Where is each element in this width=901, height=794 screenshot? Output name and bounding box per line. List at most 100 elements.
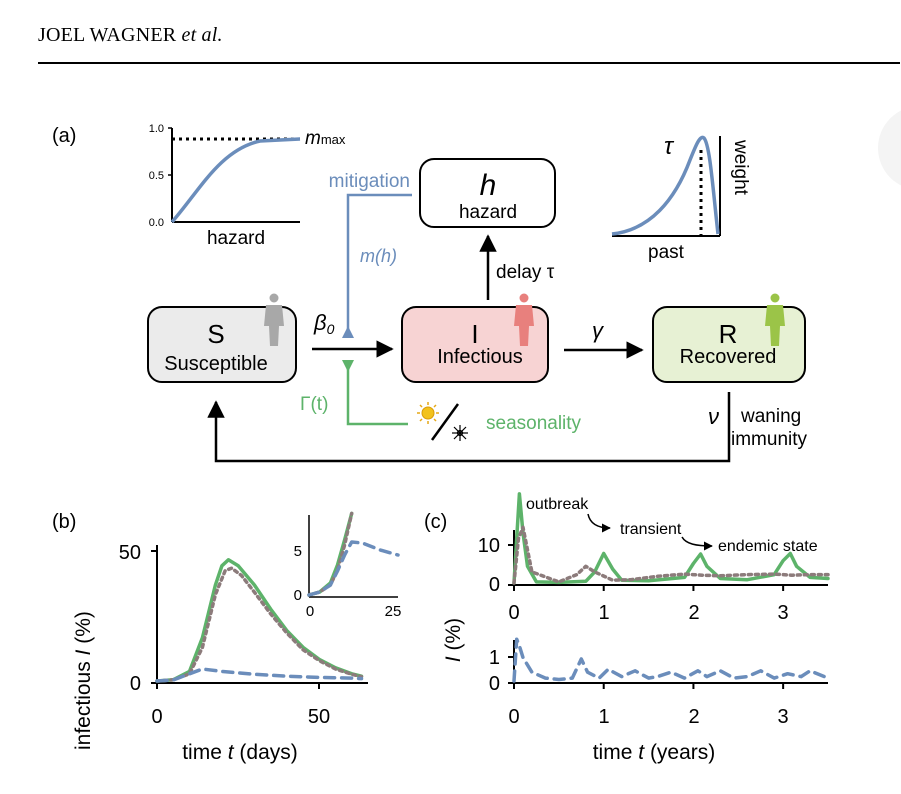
panel-a-label: (a) <box>52 125 76 147</box>
b-ytick-label-50: 50 <box>119 542 141 564</box>
series-dotted-line <box>512 525 830 585</box>
c-bottom-ytick-1: 1 <box>489 647 500 669</box>
panel-c-plot <box>512 492 830 683</box>
waning-label: waning <box>740 406 801 427</box>
b-inset-ytick-0: 0 <box>294 587 302 604</box>
mitigation-inset-xlabel: hazard <box>207 228 265 249</box>
mmax-label: mmax <box>305 128 346 149</box>
b-xtick-label-50: 50 <box>308 706 330 728</box>
mmax-symbol: m <box>305 128 321 149</box>
b-inset-ytick-5: 5 <box>294 543 302 560</box>
panel-b-inset-plot <box>307 511 400 597</box>
delay-label: delay τ <box>496 262 555 283</box>
b-ylabel-word: infectious <box>72 661 95 750</box>
kernel-tau-label: τ <box>664 133 675 160</box>
c-xlabel-var: t <box>638 741 645 764</box>
gamma-t-label: Γ(t) <box>300 394 328 415</box>
kernel-inset: τ weight past <box>611 133 751 263</box>
c-xlabel-unit: (years) <box>650 741 715 764</box>
c-top-ytick-10: 10 <box>478 535 500 557</box>
mitigation-curve <box>170 137 301 224</box>
c-bottom-xtick-0: 0 <box>508 706 519 728</box>
panel-b-plot <box>155 558 364 683</box>
b-xlabel-unit: (days) <box>239 741 297 764</box>
b-ylabel-unit: (%) <box>72 611 95 644</box>
annotation-arrow-2 <box>681 536 713 551</box>
c-ylabel-var: I <box>442 656 465 662</box>
kernel-xlabel: past <box>648 242 685 263</box>
person-icon-i <box>514 293 534 346</box>
susceptible-node: S Susceptible <box>147 293 297 383</box>
c-ylabel: I (%) <box>442 618 465 662</box>
c-top-xtick-1: 1 <box>598 602 609 624</box>
c-xlabel-word: time <box>593 741 633 764</box>
waning-loop-arrow <box>207 392 731 463</box>
c-top-xtick-3: 3 <box>777 602 788 624</box>
series-dashed-line <box>155 667 364 683</box>
panel-b-axes <box>151 545 368 689</box>
mmax-subscript: max <box>321 132 346 147</box>
header-rule <box>38 62 900 64</box>
beta-subscript: 0 <box>327 321 335 337</box>
header-etal: et al. <box>181 24 223 46</box>
mitigation-label: mitigation <box>329 171 410 192</box>
header-author: JOEL WAGNER <box>38 24 177 46</box>
nu-label: ν <box>708 404 719 429</box>
series-dashed-line <box>307 540 400 597</box>
hazard-symbol: h <box>480 169 497 202</box>
c-ylabel-unit: (%) <box>442 618 465 651</box>
mitigation-ytick-label-05: 0.5 <box>149 170 164 182</box>
r-name: Recovered <box>680 346 777 368</box>
b-ylabel: infectious I (%) <box>72 611 95 750</box>
b-xlabel-word: time <box>182 741 222 764</box>
kernel-curve <box>611 135 720 236</box>
c-bottom-xtick-1: 1 <box>598 706 609 728</box>
s-letter: S <box>207 319 224 349</box>
series-solid-line <box>512 492 830 585</box>
c-top-ytick-0: 0 <box>489 574 500 596</box>
hazard-name: hazard <box>459 202 517 223</box>
c-bottom-xtick-2: 2 <box>688 706 699 728</box>
c-top-xtick-0: 0 <box>508 602 519 624</box>
b-xlabel: time t (days) <box>182 741 298 764</box>
panel-c-ticks <box>508 544 785 689</box>
mh-label: m(h) <box>360 246 397 266</box>
b-xtick-label-0: 0 <box>151 706 162 728</box>
s-name: Susceptible <box>164 353 267 375</box>
mitigation-inset: 1.0 0.5 0.0 hazard mmax <box>149 123 346 249</box>
panel-b-inset-axes <box>308 515 398 598</box>
b-inset-xtick-25: 25 <box>385 603 402 620</box>
i-letter: I <box>471 319 478 349</box>
hazard-node: h hazard <box>419 158 556 228</box>
immunity-label: immunity <box>731 429 808 450</box>
mitigation-ytick-label-0: 0.0 <box>149 217 164 229</box>
infectious-node: I Infectious <box>401 293 549 383</box>
b-ytick-label-0: 0 <box>130 673 141 695</box>
background-circle <box>878 110 901 186</box>
annotation-outbreak: outbreak <box>526 496 589 513</box>
panel-b-label: (b) <box>52 511 76 533</box>
panel-c-label: (c) <box>424 511 447 533</box>
series-dotted-line <box>155 566 364 683</box>
gamma-label: γ <box>592 318 605 343</box>
person-icon-s <box>264 293 284 346</box>
c-xlabel: time t (years) <box>593 741 716 764</box>
annotation-transient: transient <box>620 521 682 538</box>
mitigation-connector <box>346 193 412 336</box>
r-letter: R <box>719 319 738 349</box>
annotation-arrow-1 <box>587 513 611 533</box>
mitigation-ytick-label-1: 1.0 <box>149 123 164 135</box>
seasonality-label: seasonality <box>486 413 582 434</box>
recovered-node: R Recovered <box>652 293 806 383</box>
annotation-endemic: endemic state <box>718 538 818 555</box>
mitigation-arrowhead <box>342 326 354 338</box>
sun-snowflake-icon <box>417 402 468 441</box>
person-icon-r <box>765 293 785 346</box>
beta-symbol: β <box>313 310 327 335</box>
seasonality-connector <box>346 362 408 426</box>
b-inset-xtick-0: 0 <box>306 603 314 620</box>
b-ylabel-var: I <box>72 649 95 655</box>
beta-label: β0 <box>313 310 335 337</box>
series-dashed-line <box>512 637 830 683</box>
